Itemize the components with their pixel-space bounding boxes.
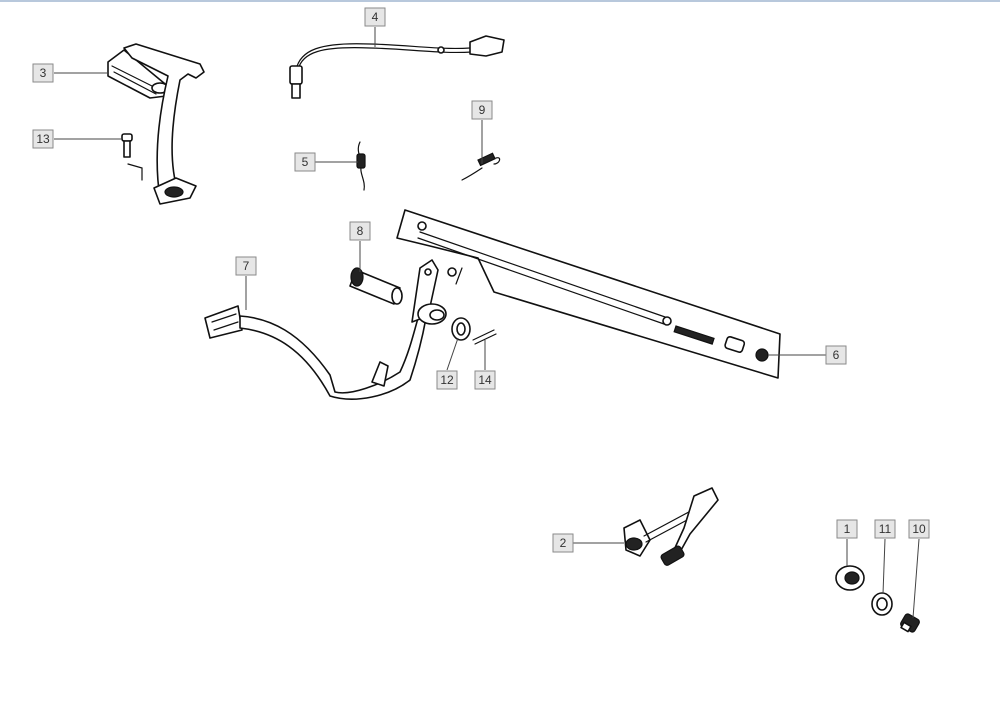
callout-11-label: 11	[879, 522, 892, 536]
part-7-brake-pedal[interactable]	[204, 259, 447, 400]
part-14-split-pin[interactable]	[472, 329, 497, 345]
callout-2-label: 2	[560, 536, 567, 550]
callout-1: 1	[836, 519, 858, 539]
callout-8: 8	[349, 221, 371, 241]
leader-lines	[54, 27, 920, 619]
callout-11: 11	[874, 519, 896, 539]
callout-8-label: 8	[357, 224, 364, 238]
callout-6-label: 6	[833, 348, 840, 362]
part-8-pivot-bushing[interactable]	[349, 267, 403, 305]
callout-7-label: 7	[243, 259, 250, 273]
part-11-washer[interactable]	[871, 592, 893, 616]
callout-13: 13	[32, 129, 54, 149]
callout-1-label: 1	[844, 522, 851, 536]
part-1-rubber-washer[interactable]	[835, 565, 865, 591]
part-3-kickstart-lever[interactable]	[107, 43, 205, 205]
top-border	[0, 0, 1000, 2]
part-9-spring[interactable]	[461, 152, 501, 181]
callout-2: 2	[552, 533, 574, 553]
callout-12: 12	[436, 370, 458, 390]
callout-5-label: 5	[302, 155, 309, 169]
part-10-bolt[interactable]	[900, 613, 921, 633]
callout-6: 6	[825, 345, 847, 365]
callout-4-label: 4	[372, 10, 379, 24]
part-2-gear-shift-lever[interactable]	[623, 487, 719, 566]
callout-14-label: 14	[478, 373, 492, 387]
part-12-washer[interactable]	[451, 317, 471, 341]
callout-5: 5	[294, 152, 316, 172]
callout-13-label: 13	[36, 132, 50, 146]
callout-3-label: 3	[40, 66, 47, 80]
callout-14: 14	[474, 370, 496, 390]
callout-7: 7	[235, 256, 257, 276]
part-5-return-spring[interactable]	[356, 141, 366, 191]
callout-4: 4	[364, 7, 386, 27]
part-13-bolt[interactable]	[121, 133, 133, 158]
callout-10-label: 10	[912, 522, 926, 536]
callout-12-label: 12	[440, 373, 454, 387]
callout-3: 3	[32, 63, 54, 83]
part-4-switch-cable[interactable]	[289, 35, 505, 99]
callout-10: 10	[908, 519, 930, 539]
callout-9-label: 9	[479, 103, 486, 117]
callout-9: 9	[471, 100, 493, 120]
part-6-bracket-plate[interactable]	[396, 209, 781, 379]
